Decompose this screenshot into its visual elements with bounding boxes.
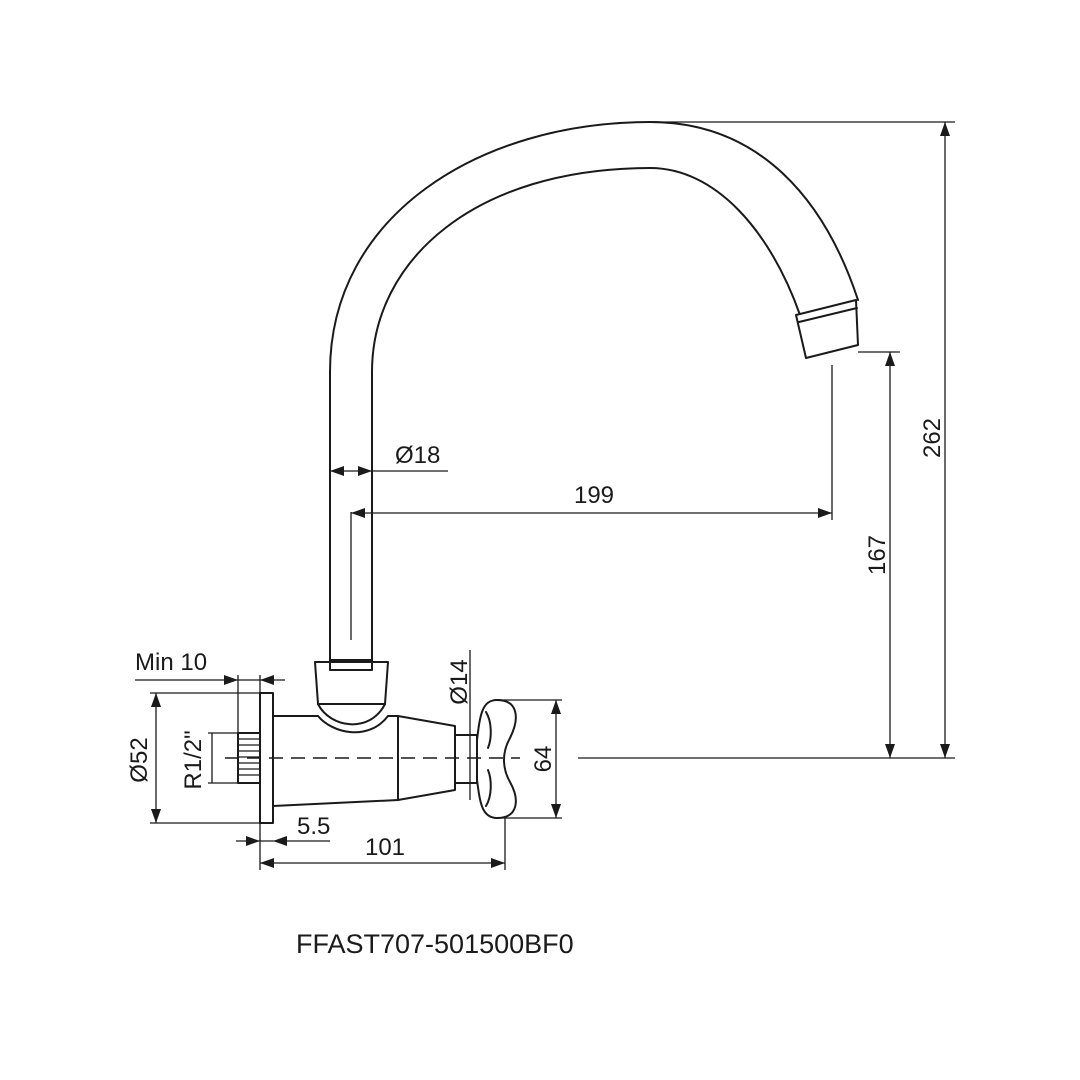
label-outlet-height: 167: [864, 535, 891, 575]
label-handle-size: 64: [530, 746, 557, 773]
dim-outlet-height: 167: [858, 351, 900, 758]
label-spindle-diameter: Ø14: [446, 659, 473, 704]
aerator-outlet: [795, 299, 859, 359]
spout-tube: [329, 121, 859, 661]
dim-flange-diameter: Ø52: [126, 692, 260, 824]
label-spout-diameter: Ø18: [395, 442, 440, 469]
dim-min-wall-depth: Min 10: [135, 649, 285, 733]
dim-total-height: 262: [578, 121, 955, 759]
dim-flange-thickness: 5.5: [236, 813, 330, 846]
label-flange-diameter: Ø52: [126, 737, 153, 782]
dim-body-length: 101: [259, 818, 506, 870]
label-total-height: 262: [919, 418, 946, 458]
label-spout-reach: 199: [574, 482, 614, 509]
dim-handle-size: 64: [497, 699, 562, 819]
dim-spout-reach: 199: [350, 365, 833, 640]
valve-body: [272, 659, 517, 819]
dim-spindle-diameter: Ø14: [446, 650, 478, 800]
label-min-wall-depth: Min 10: [135, 649, 207, 676]
label-flange-thickness: 5.5: [297, 813, 330, 840]
model-code: FFAST707-501500BF0: [296, 929, 574, 959]
label-body-length: 101: [365, 834, 405, 861]
dim-thread-size: R1/2": [180, 730, 238, 790]
label-thread-size: R1/2": [180, 730, 207, 789]
dim-spout-diameter: Ø18: [330, 442, 448, 476]
